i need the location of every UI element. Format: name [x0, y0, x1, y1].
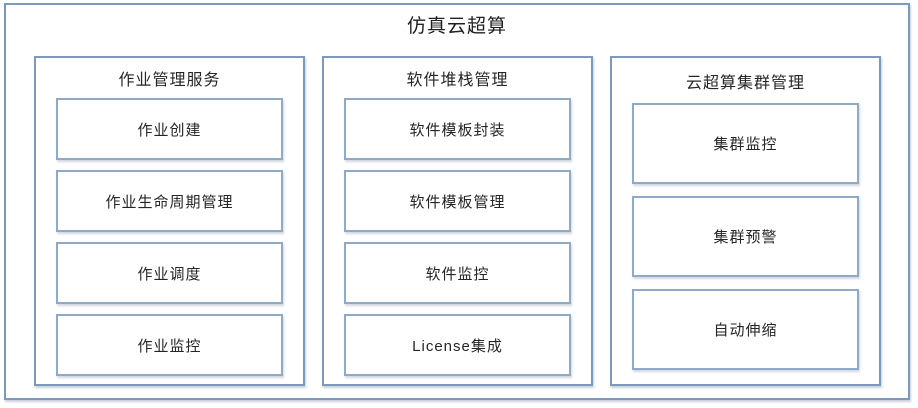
diagram-box: 软件模板管理	[344, 170, 571, 232]
box-label: 集群预警	[713, 229, 778, 246]
column-software-stack-management: 软件堆栈管理 软件模板封装 软件模板管理 软件监控 License集成	[322, 56, 593, 386]
columns-row: 作业管理服务 作业创建 作业生命周期管理 作业调度 作业监控 软件堆栈管理 软件…	[34, 56, 881, 386]
box-label: 集群监控	[713, 136, 778, 153]
column-job-management-services: 作业管理服务 作业创建 作业生命周期管理 作业调度 作业监控	[34, 56, 305, 386]
diagram-box: 作业监控	[56, 314, 283, 376]
box-label: 软件模板封装	[409, 121, 506, 139]
diagram-box: 集群预警	[632, 196, 859, 277]
diagram-box: 自动伸缩	[632, 289, 859, 370]
diagram-box: 软件监控	[344, 242, 571, 304]
column-header: 云超算集群管理	[685, 74, 805, 92]
diagram-box: 软件模板封装	[344, 98, 571, 160]
box-label: 作业监控	[137, 337, 202, 355]
diagram-box: 作业调度	[56, 242, 283, 304]
column-header: 作业管理服务	[118, 72, 221, 89]
column-items: 作业创建 作业生命周期管理 作业调度 作业监控	[36, 98, 303, 386]
diagram-box: 作业创建	[56, 98, 283, 160]
column-cloud-hpc-cluster-management: 云超算集群管理 集群监控 集群预警 自动伸缩	[610, 56, 881, 386]
box-label: 作业生命周期管理	[105, 193, 234, 211]
diagram-box: 作业生命周期管理	[56, 170, 283, 232]
diagram-box: License集成	[344, 314, 571, 376]
box-label: License集成	[412, 337, 503, 355]
diagram-box: 集群监控	[632, 103, 859, 184]
diagram-frame: 仿真云超算 作业管理服务 作业创建 作业生命周期管理 作业调度 作业监控 软件堆…	[4, 3, 910, 400]
box-label: 软件模板管理	[409, 193, 506, 211]
column-items: 集群监控 集群预警 自动伸缩	[612, 103, 879, 384]
box-label: 自动伸缩	[713, 322, 778, 339]
box-label: 软件监控	[425, 265, 490, 283]
column-header: 软件堆栈管理	[406, 72, 509, 89]
column-items: 软件模板封装 软件模板管理 软件监控 License集成	[324, 98, 591, 386]
box-label: 作业创建	[137, 121, 202, 139]
box-label: 作业调度	[137, 265, 202, 283]
diagram-title: 仿真云超算	[406, 16, 507, 37]
